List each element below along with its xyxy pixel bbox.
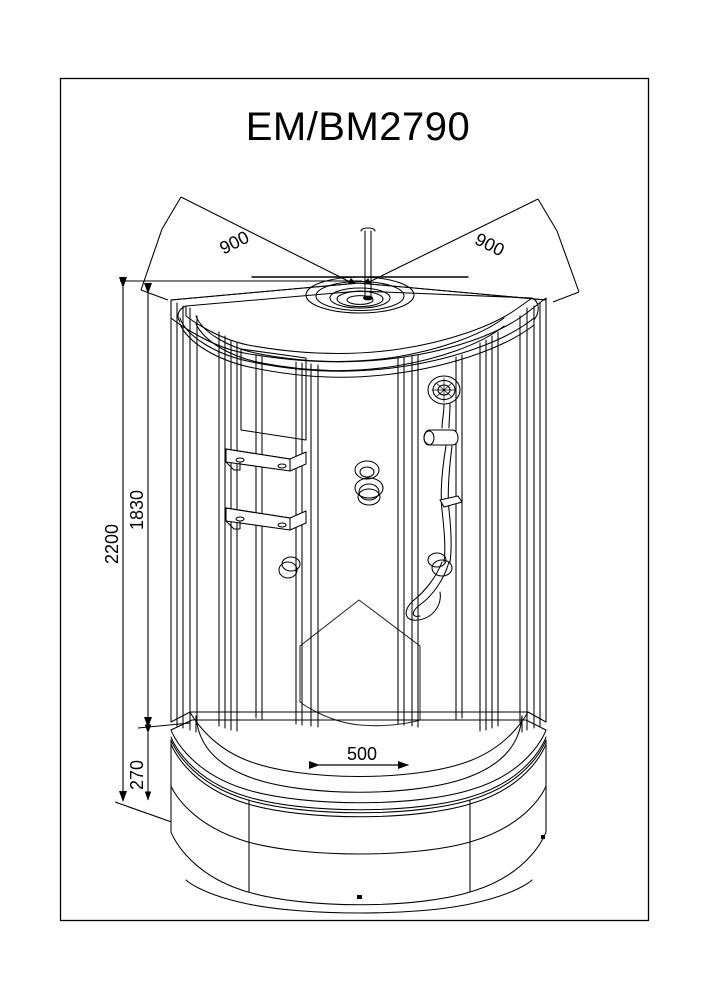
vent-pipe-base (363, 295, 373, 301)
ext-left-900-down (140, 228, 163, 291)
lower-shelf-hole-left (235, 516, 245, 522)
tray-top-surface (170, 599, 547, 793)
corner-shelves (225, 448, 307, 531)
vertical-dimension-group (114, 277, 191, 826)
hand-shower-assembly (405, 375, 463, 621)
ext-right-900-down (556, 230, 580, 293)
mixer-knob-upper-outer (354, 460, 380, 480)
tray-bottom-return (185, 879, 533, 914)
lower-rails (195, 715, 523, 733)
hand-shower-neck (441, 403, 445, 429)
tray-top-band (170, 711, 547, 723)
lower-shelf-hole-right (277, 522, 287, 528)
bracket-knob (423, 430, 435, 446)
rain-shower-hub (346, 295, 374, 305)
mixer-knob-lower-inner (357, 488, 381, 506)
shower-hose-upper (440, 445, 447, 563)
tray-rim-band-3 (170, 743, 547, 818)
hand-shower-neck-b (448, 403, 451, 429)
dim-label-2200: 2200 (102, 524, 122, 564)
shower-hose-loop (405, 561, 443, 621)
tray-screw-right (541, 835, 545, 839)
mixer-knob-upper-inner (359, 466, 375, 478)
dimline-right-900 (360, 198, 539, 287)
dim-label-270: 270 (127, 760, 147, 790)
mixer-knob-lower-outer (354, 477, 384, 499)
roof-cap-right (531, 297, 539, 321)
ext-1830-bottom (137, 722, 191, 729)
page-title: EM/BM2790 (246, 105, 471, 149)
upper-shelf-hole-left (235, 457, 245, 463)
right-wall-assembly (455, 299, 547, 732)
vent-pipe-shaft (364, 230, 372, 298)
tray-skirt-outer (170, 739, 547, 906)
tray-mid-band (170, 785, 547, 855)
tray-rim-band-2 (170, 736, 547, 811)
roof-cap-left (177, 305, 187, 323)
body-jets (278, 460, 453, 579)
upper-shelf-hole-right (277, 463, 287, 469)
shower-hose-upper-b (447, 445, 453, 563)
mixer-knob-lower-mid (358, 483, 380, 501)
tray-screw-centre (357, 895, 362, 899)
left-mirror-panel (240, 348, 307, 441)
base-tray-body (170, 729, 547, 914)
dim-label-500: 500 (347, 744, 377, 764)
top-dimension-group (120, 196, 580, 303)
lower-shelf-bracket (225, 520, 241, 530)
hose-mid-bracket (439, 495, 463, 508)
lower-shelf-top-edge (225, 507, 291, 531)
body-jet-right-outer (427, 552, 447, 568)
rain-shower-ring-2 (315, 280, 405, 312)
sheet-border (59, 77, 650, 922)
ext-2200-bottom (114, 801, 181, 826)
hand-shower-spray-pattern (431, 377, 457, 403)
hand-shower-bracket (423, 429, 459, 446)
ext-right-900-a (537, 198, 558, 232)
roof-bead-bottom (195, 323, 505, 372)
upper-shelf-top-edge (225, 448, 291, 472)
dim-label-1830: 1830 (127, 490, 147, 530)
tray-top-band-2 (170, 719, 547, 731)
body-jet-left-inner (278, 561, 298, 579)
tray-inner-rim (189, 711, 529, 778)
left-wall-assembly (170, 299, 307, 732)
tray-rim-band-1 (170, 729, 547, 804)
rain-shower-ring-3 (329, 287, 391, 309)
upper-shelf-bracket (225, 461, 241, 471)
tray-inner-rim-2 (195, 715, 523, 793)
sliding-doors (295, 354, 419, 728)
ceiling-vent-pipe (251, 227, 469, 301)
body-jet-right-inner (431, 559, 453, 577)
shower-cabin-drawing (170, 227, 547, 914)
vent-pipe-cap (360, 227, 376, 232)
ext-right-corner-tick (552, 291, 580, 303)
dimline-left-900 (180, 196, 359, 287)
ext-left-900-a (161, 196, 182, 230)
rain-shower-ring-4 (336, 290, 384, 308)
shower-hose-loop-b (412, 561, 450, 617)
